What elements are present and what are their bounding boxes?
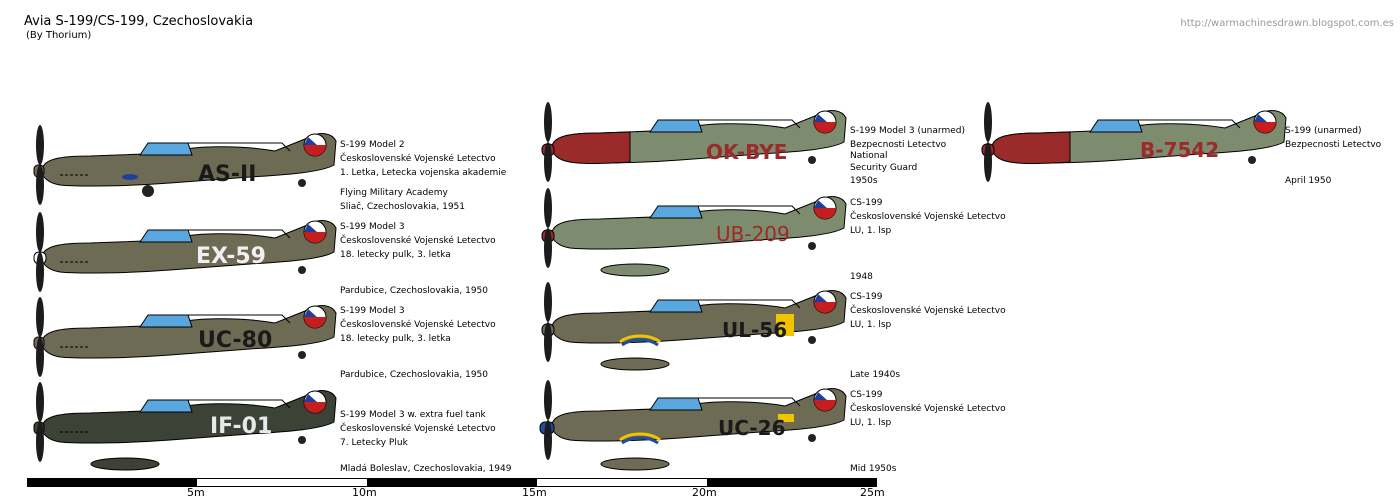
caption-line: Československé Vojenské Letectvo bbox=[340, 236, 496, 246]
source-url[interactable]: http://warmachinesdrawn.blogspot.com.es bbox=[1180, 18, 1394, 29]
caption-line: S-199 Model 2 bbox=[340, 140, 405, 150]
scale-label: 25m bbox=[860, 486, 885, 499]
scale-label: 15m bbox=[522, 486, 547, 499]
caption-line: Československé Vojenské Letectvo bbox=[850, 404, 1006, 414]
scale-segment bbox=[197, 478, 367, 487]
page-title: Avia S-199/CS-199, Czechoslovakia bbox=[24, 14, 254, 29]
caption-line: LU, 1. lsp bbox=[850, 320, 892, 330]
aircraft-drawing-as-ii bbox=[33, 125, 337, 205]
caption-line: 1. Letka, Letecka vojenska akademie bbox=[340, 168, 507, 178]
caption-if-01: S-199 Model 3 w. extra fuel tank Českosl… bbox=[340, 408, 496, 450]
caption-line: S-199 Model 3 (unarmed) bbox=[850, 126, 965, 136]
caption-uc-80: S-199 Model 3 Československé Vojenské Le… bbox=[340, 304, 496, 346]
caption-line: 7. Letecky Pluk bbox=[340, 438, 408, 448]
aircraft-drawing-uc-26 bbox=[539, 380, 847, 471]
note-ul-56: Late 1940s bbox=[850, 370, 901, 380]
caption-line: Československé Vojenské Letectvo bbox=[340, 154, 496, 164]
aircraft-marking: UC-80 bbox=[198, 328, 273, 353]
caption-line: 18. letecky pulk, 3. letka bbox=[340, 250, 451, 260]
aircraft-marking: IF-01 bbox=[210, 414, 273, 439]
caption-line: Československé Vojenské Letectvo bbox=[850, 306, 1006, 316]
caption-ok-bye: S-199 Model 3 (unarmed) Bezpecnosti Lete… bbox=[850, 124, 965, 175]
scale-segment bbox=[27, 478, 197, 487]
note-line: Flying Military Academy bbox=[340, 188, 448, 198]
caption-line: LU, 1. lsp bbox=[850, 226, 892, 236]
aircraft-marking: B-7542 bbox=[1140, 138, 1220, 162]
note-as-ii: Flying Military Academy Sliač, Czechoslo… bbox=[340, 186, 465, 214]
scale-segment bbox=[537, 478, 707, 487]
note-uc-80: Pardubice, Czechoslovakia, 1950 bbox=[340, 370, 489, 380]
caption-line: 18. letecky pulk, 3. letka bbox=[340, 334, 451, 344]
caption-ul-56: CS-199 Československé Vojenské Letectvo … bbox=[850, 290, 1006, 332]
caption-line: S-199 Model 3 bbox=[340, 222, 405, 232]
note-ex-59: Pardubice, Czechoslovakia, 1950 bbox=[340, 286, 489, 296]
author-credit: (By Thorium) bbox=[26, 30, 92, 41]
aircraft-marking: UB-209 bbox=[716, 222, 790, 246]
aircraft-drawing-b-7542 bbox=[981, 102, 1287, 182]
note-ub-209: 1948 bbox=[850, 272, 873, 282]
caption-line: CS-199 bbox=[850, 292, 883, 302]
note-line: Sliač, Czechoslovakia, 1951 bbox=[340, 202, 465, 212]
caption-as-ii: S-199 Model 2 Československé Vojenské Le… bbox=[340, 138, 506, 180]
scale-label: 10m bbox=[352, 486, 377, 499]
scale-segment bbox=[367, 478, 537, 487]
caption-line: CS-199 bbox=[850, 390, 883, 400]
caption-line: Security Guard bbox=[850, 163, 918, 173]
aircraft-drawing-ul-56 bbox=[541, 282, 847, 371]
caption-line: S-199 Model 3 w. extra fuel tank bbox=[340, 410, 486, 420]
caption-line: National bbox=[850, 151, 888, 161]
aircraft-drawing-ub-209 bbox=[541, 188, 847, 277]
caption-line: Bezpecnosti Letectvo bbox=[850, 140, 947, 150]
aircraft-drawing-ex-59 bbox=[33, 212, 337, 292]
caption-line: LU, 1. lsp bbox=[850, 418, 892, 428]
caption-line: Československé Vojenské Letectvo bbox=[340, 320, 496, 330]
caption-line: Československé Vojenské Letectvo bbox=[340, 424, 496, 434]
caption-b-7542: S-199 (unarmed) Bezpecnosti Letectvo bbox=[1285, 124, 1381, 152]
scale-label: 5m bbox=[187, 486, 205, 499]
aircraft-marking: OK-BYE bbox=[706, 140, 788, 164]
aircraft-drawing-uc-80 bbox=[33, 297, 337, 377]
aircraft-marking: UL-56 bbox=[722, 318, 788, 342]
note-uc-26: Mid 1950s bbox=[850, 464, 897, 474]
aircraft-marking: UC-26 bbox=[718, 416, 786, 440]
caption-line: S-199 (unarmed) bbox=[1285, 126, 1362, 136]
caption-uc-26: CS-199 Československé Vojenské Letectvo … bbox=[850, 388, 1006, 430]
caption-line: Československé Vojenské Letectvo bbox=[850, 212, 1006, 222]
caption-line: Bezpecnosti Letectvo bbox=[1285, 140, 1382, 150]
note-b-7542: April 1950 bbox=[1285, 176, 1332, 186]
caption-line: CS-199 bbox=[850, 198, 883, 208]
aircraft-drawing-if-01 bbox=[33, 382, 337, 471]
aircraft-marking: EX-59 bbox=[196, 244, 266, 269]
note-if-01: Mladá Boleslav, Czechoslovakia, 1949 bbox=[340, 464, 512, 474]
caption-ub-209: CS-199 Československé Vojenské Letectvo … bbox=[850, 196, 1006, 238]
caption-line: S-199 Model 3 bbox=[340, 306, 405, 316]
aircraft-marking: AS-II bbox=[198, 162, 257, 187]
scale-label: 20m bbox=[692, 486, 717, 499]
note-ok-bye: 1950s bbox=[850, 176, 878, 186]
aircraft-drawing-ok-bye bbox=[541, 102, 847, 182]
scale-segment bbox=[707, 478, 877, 487]
caption-ex-59: S-199 Model 3 Československé Vojenské Le… bbox=[340, 220, 496, 262]
